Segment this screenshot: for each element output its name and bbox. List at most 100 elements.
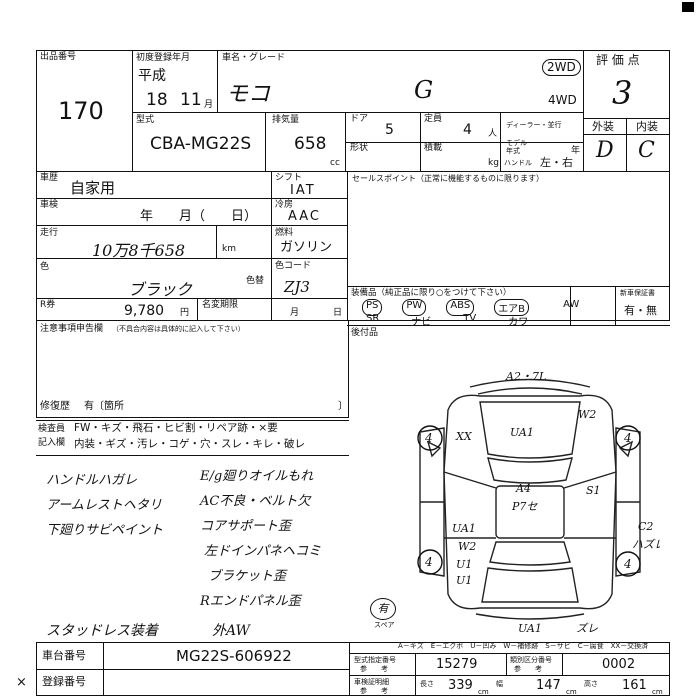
comment-foot-left: スタッドレス装着 (46, 623, 158, 639)
name-change-label: 名変期限 (202, 300, 239, 310)
mark-roof: A4 (515, 482, 531, 495)
aftermarket-label: 後付品 (351, 328, 379, 338)
mark-wheel-fr: 4 (623, 431, 632, 445)
mark-wheel-fl: 4 (424, 431, 433, 445)
color-label: 色 (40, 262, 50, 272)
year-unit: 年 (571, 146, 581, 156)
mark-front-bumper: A2・7L (505, 370, 546, 383)
length-unit: cm (478, 688, 489, 696)
handle-value: 左・右 (540, 156, 573, 169)
lot-number: 170 (58, 97, 104, 125)
height-value: 161 (622, 678, 647, 693)
inspector-label-2: 記入欄 (38, 438, 66, 448)
equip-pw: PW (402, 299, 427, 316)
capacity-label: 定員 (424, 114, 443, 124)
color-code-value: ZJ3 (284, 278, 310, 296)
comments-col-2: E/g廻りオイルもれ AC不良・ベルト欠 コアサポート歪 左ドインパネヘコミ ブ… (200, 464, 321, 614)
comment-line: コアサポート歪 (200, 519, 292, 534)
comment-line: E/g廻りオイルもれ (200, 469, 314, 484)
era: 平成 (138, 68, 166, 84)
interior-label: 内装 (636, 120, 658, 133)
aircon-value: AAC (288, 209, 321, 224)
inspector-label-1: 検査員 (38, 424, 66, 434)
reg-year: 18 (146, 90, 168, 110)
kg-unit: kg (488, 158, 499, 168)
displacement-value: 658 (294, 134, 327, 154)
recycle-label: R券 (40, 300, 56, 310)
interior-grade: C (638, 138, 655, 163)
equip-navi: ナビ (411, 317, 432, 328)
model-value: CBA-MG22S (150, 134, 252, 154)
fuel-label: 燃料 (275, 228, 294, 238)
shape-label: 形状 (350, 143, 369, 153)
car-damage-diagram: A2・7L XX UA1 W2 4 4 4 4 A4 P7セ S1 UA1 W2… (417, 370, 660, 632)
drive-2wd: 2WD (542, 59, 581, 76)
color-code-label: 色コード (275, 261, 312, 271)
type-designation-value: 15279 (436, 657, 478, 672)
mark-left-sill-1: U1 (456, 558, 472, 571)
exterior-label: 外装 (592, 120, 614, 133)
equip-abs: ABS (446, 299, 475, 316)
mark-left-sill-2: U1 (456, 574, 472, 587)
dealer-label: ディーラー・並行 (506, 121, 562, 129)
mileage-value: 10万8千658 (92, 241, 186, 260)
door-value: 5 (385, 122, 394, 138)
notes-sub: （不具合内容は具体的に記入して下さい） (112, 325, 245, 333)
aircon-label: 冷房 (275, 200, 294, 210)
class-sub: 参 考 (514, 665, 542, 673)
comment-line: アームレストヘタリ (46, 498, 162, 513)
mark-hood: UA1 (510, 426, 534, 439)
comment-foot-right: 外AW (212, 623, 250, 639)
fuel-value: ガソリン (280, 240, 333, 255)
width-label: 幅 (496, 680, 503, 688)
notes-label: 注意事項申告欄 (40, 324, 104, 334)
comment-line: ブラケット歪 (208, 569, 287, 584)
day-label: 日 (333, 308, 343, 318)
notes-block (36, 320, 349, 418)
damage-legend: A－キズ E－エクボ U－凹み W－補修跡 S－サビ C－腐食 XX－交換済 (398, 642, 649, 650)
mark-rear-bumper: UA1 (518, 622, 542, 632)
month-label: 月 (290, 308, 300, 318)
exterior-grade: D (596, 138, 614, 163)
repair-close: 〕 (338, 401, 348, 412)
comments-col-1: ハンドルハガレ アームレストヘタリ 下廻りサビペイント (46, 468, 163, 543)
mark-front-left: XX (455, 430, 473, 443)
width-value: 147 (536, 678, 561, 693)
chassis-value: MG22S-606922 (176, 647, 292, 665)
load-label: 積載 (424, 143, 443, 153)
spare-label: スペア (374, 621, 395, 629)
equip-ps: PS (362, 299, 383, 316)
mark-roof-2: P7セ (511, 500, 538, 513)
recycle-value: 9,780 (124, 303, 165, 319)
dims-sub: 参 考 (360, 687, 388, 695)
month-unit: 月 (204, 100, 214, 110)
shaken-label: 車検 (40, 200, 59, 210)
height-label: 高さ (584, 680, 598, 688)
mileage-label: 走行 (40, 228, 59, 238)
corner-mark (682, 2, 694, 12)
color-change-label: 色替 (246, 276, 265, 286)
inspector-line-1: FW・キズ・飛石・ヒビ割・リペア跡・×要 (74, 422, 278, 434)
width-unit: cm (566, 688, 577, 696)
spare-mark: 有 (370, 598, 396, 620)
length-value: 339 (448, 678, 473, 693)
mark-right-side: S1 (586, 484, 601, 497)
class-label: 類別区分番号 (510, 656, 552, 664)
history-label: 車歴 (40, 173, 59, 183)
equip-airbag: エアB (494, 299, 530, 316)
mark-wheel-rl: 4 (424, 555, 433, 569)
warranty-value: 有・無 (624, 304, 657, 317)
capacity-value: 4 (463, 122, 472, 138)
car-grade-label: 車名・グレード (222, 53, 286, 63)
equipment-label: 装備品（純正品に限り○をつけて下さい） (351, 288, 512, 298)
yen-unit: 円 (180, 308, 190, 318)
equipment-row-2: SR ナビ TV カワ (366, 313, 566, 328)
new-car-warranty-label: 新車保証書 (620, 289, 655, 297)
first-reg-label: 初度登録年月 (136, 53, 191, 63)
height-unit: cm (652, 688, 663, 696)
mark-right-rear: C2 (638, 520, 653, 533)
eval-label: 評 価 点 (596, 53, 640, 67)
chassis-label: 車台番号 (42, 649, 86, 662)
mark-left-door: UA1 (452, 522, 476, 535)
eval-score: 3 (612, 74, 633, 112)
